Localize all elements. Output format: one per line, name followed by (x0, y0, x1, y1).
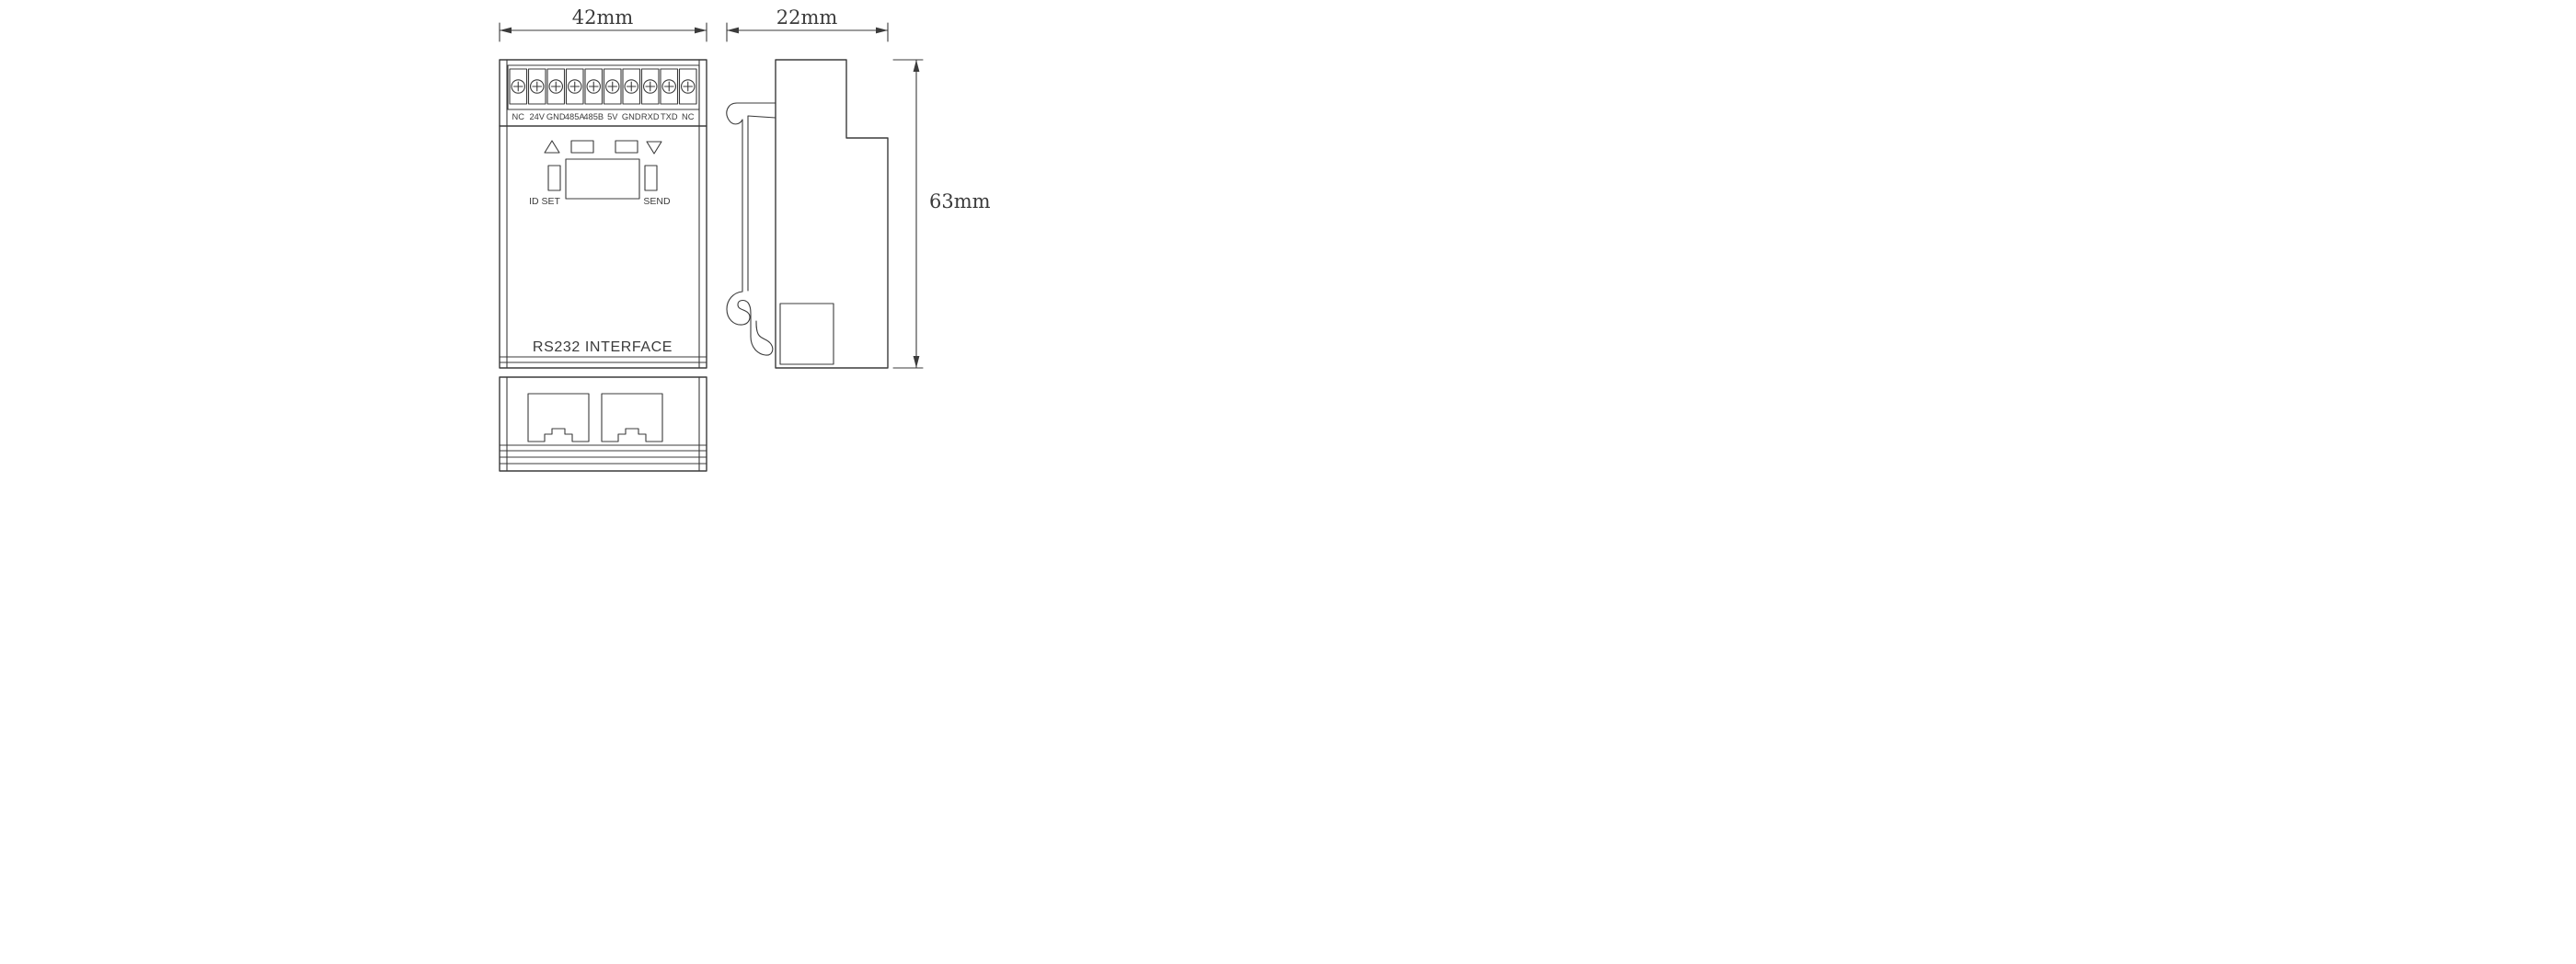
send-indicator (644, 165, 658, 191)
terminal-label: GND (622, 112, 641, 121)
side-body-outline (775, 59, 889, 369)
terminal-label: NC (682, 112, 695, 121)
front-body-outline (499, 59, 707, 369)
send-label: SEND (643, 196, 671, 207)
up-button (570, 140, 594, 154)
height-dimension: 63mm (892, 59, 991, 369)
front-width-dimension-label: 42mm (572, 6, 634, 29)
terminal-labels: NC 24V GND 485A 485B 5V GND RXD TXD NC (512, 112, 695, 121)
front-view: NC 24V GND 485A 485B 5V GND RXD TXD NC I… (499, 59, 707, 369)
bottom-body-outline (499, 376, 707, 472)
terminal-screw (660, 68, 679, 105)
terminal-screw (565, 68, 584, 105)
terminal-block (507, 64, 700, 110)
dim-arrow-top (913, 60, 920, 72)
down-arrow-symbol (646, 141, 662, 155)
din-rail-slot-lines (499, 444, 707, 465)
terminal-label: 485B (583, 112, 604, 121)
side-depth-dimension: 22mm (726, 6, 889, 42)
id-set-label: ID SET (529, 196, 560, 207)
dim-arrow-right (876, 27, 888, 34)
terminal-screw (640, 68, 660, 105)
terminal-label: TXD (661, 112, 678, 121)
terminal-screw (546, 68, 566, 105)
dim-arrow-left (500, 27, 512, 34)
up-arrow-symbol (544, 140, 560, 154)
product-title: RS232 INTERFACE (533, 339, 673, 355)
terminal-label: RXD (641, 112, 660, 121)
bottom-view (499, 376, 707, 472)
din-rail-clip (726, 102, 776, 356)
id-display (565, 158, 640, 200)
control-panel: ID SET SEND (529, 140, 671, 207)
terminal-screw (509, 68, 528, 105)
terminal-label: 24V (529, 112, 545, 121)
terminal-screw (603, 68, 622, 105)
down-button (615, 140, 638, 154)
side-depth-dimension-label: 22mm (776, 6, 838, 29)
dim-arrow-right (695, 27, 707, 34)
terminal-screw (527, 68, 546, 105)
terminal-screw (584, 68, 604, 105)
rj45-port-left (527, 393, 590, 442)
terminal-label: 5V (607, 112, 618, 121)
side-view (726, 59, 889, 369)
terminal-screw (622, 68, 641, 105)
terminal-label: GND (546, 112, 566, 121)
terminal-label: NC (512, 112, 525, 121)
height-dimension-label: 63mm (929, 190, 991, 212)
terminal-screw (678, 68, 697, 105)
id-set-indicator (547, 165, 561, 191)
rj45-port-right (601, 393, 663, 442)
front-width-dimension: 42mm (499, 6, 707, 42)
side-detail-box (779, 303, 834, 365)
terminal-label: 485A (565, 112, 586, 121)
dim-arrow-bottom (913, 356, 920, 368)
dim-arrow-left (727, 27, 739, 34)
